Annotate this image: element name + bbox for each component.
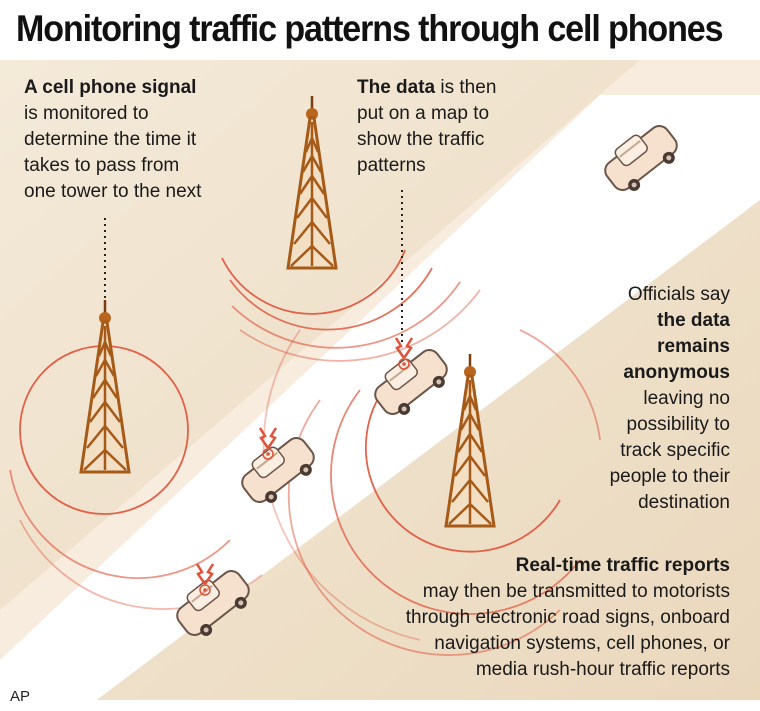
credit-label: AP (10, 688, 31, 705)
callout-data-line: show the traffic (357, 129, 485, 150)
callout-reports: Real-time traffic reports may then be tr… (406, 553, 730, 683)
callout-officials-line: destination (638, 492, 730, 513)
callout-officials-bold: remains (657, 336, 730, 357)
callout-cell-signal: A cell phone signal is monitored to dete… (24, 75, 201, 205)
callout-data-map: The data is then put on a map to show th… (357, 75, 496, 179)
callout-data-bold: The data (357, 77, 436, 98)
callout-reports-line: media rush-hour traffic reports (475, 659, 730, 680)
callout-officials-bold: anonymous (623, 362, 730, 383)
callout-officials-line: people to their (609, 466, 730, 487)
upper-tower-signal-rings (221, 249, 481, 362)
callout-reports-line: through electronic road signs, onboard (405, 607, 730, 628)
callout-signal-bold: A cell phone signal (24, 77, 197, 98)
callout-reports-bold: Real-time traffic reports (515, 555, 730, 576)
page-title: Monitoring traffic patterns through cell… (16, 8, 724, 49)
callout-data-line: put on a map to (357, 103, 490, 124)
callout-signal-line: one tower to the next (24, 181, 202, 202)
callout-officials-line: possibility to (626, 414, 731, 435)
callout-signal-line: is monitored to (24, 103, 149, 124)
callout-signal-line: determine the time it (24, 129, 197, 150)
callout-officials-line: Officials say (627, 284, 730, 305)
callout-officials-line: track specific (620, 440, 730, 461)
callout-reports-line: navigation systems, cell phones, or (434, 633, 730, 654)
callout-signal-line: takes to pass from (24, 155, 180, 176)
callout-reports-line: may then be transmitted to motorists (422, 581, 730, 602)
callout-officials-line: leaving no (643, 388, 730, 409)
callout-officials-bold: the data (657, 310, 730, 331)
callout-data-line: patterns (357, 155, 426, 176)
callout-data-line: is then (435, 77, 497, 98)
callout-officials: Officials say the data remains anonymous… (610, 282, 730, 516)
